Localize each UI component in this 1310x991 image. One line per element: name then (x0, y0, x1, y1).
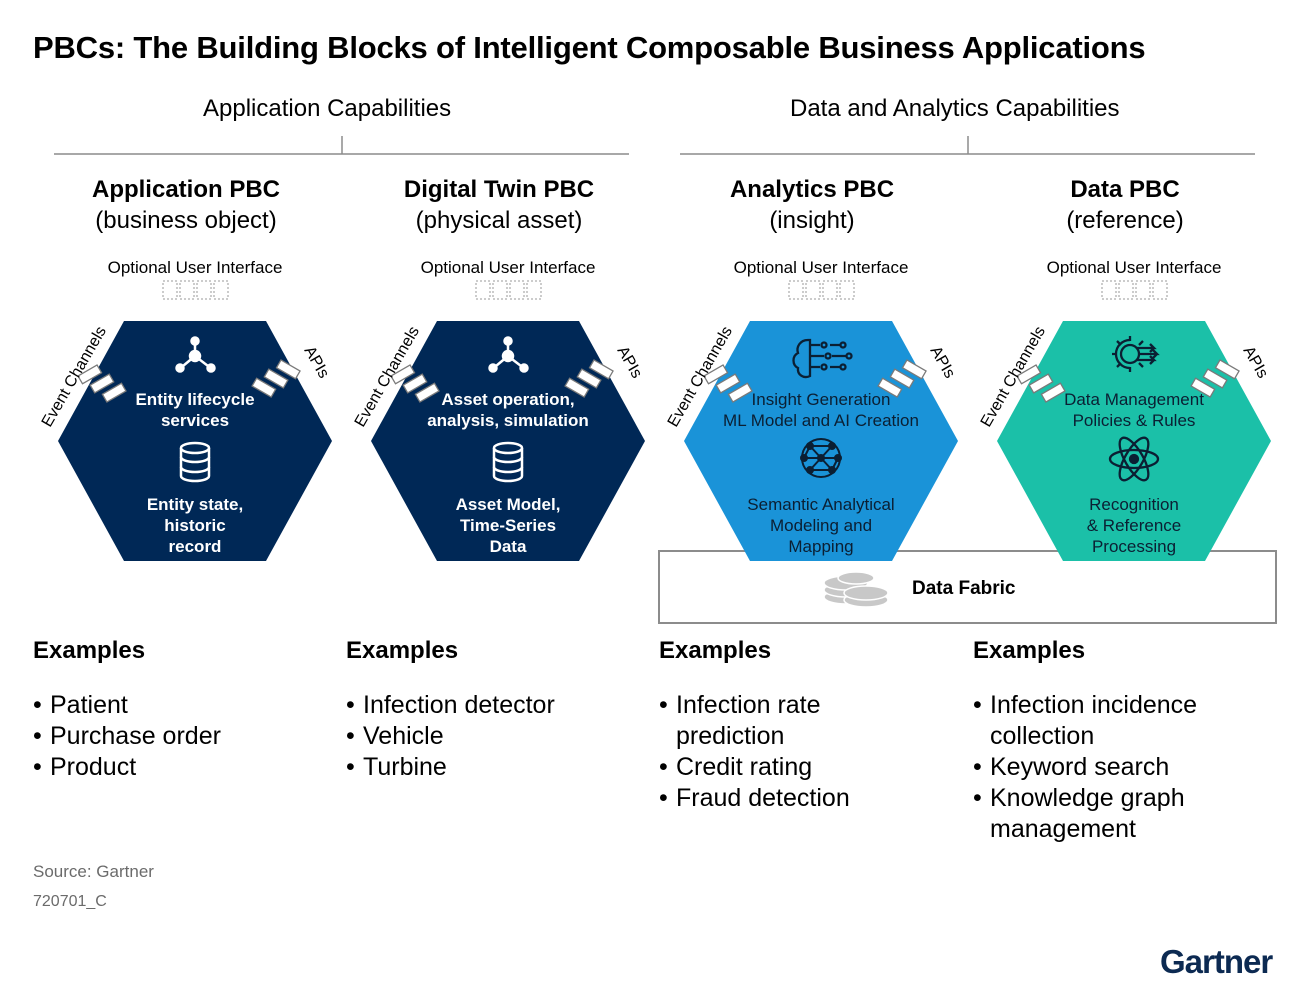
hex-bottom-text-data: Recognition & Reference Processing (1014, 494, 1254, 557)
list-item: Patient (33, 690, 300, 721)
data-fabric-label: Data Fabric (912, 578, 1016, 599)
hex-top-text-analytics: Insight Generation ML Model and AI Creat… (701, 389, 941, 431)
group-label-data-analytics: Data and Analytics Capabilities (790, 95, 1120, 122)
pbc-title-data: Data PBC (reference) (975, 174, 1275, 236)
text-line: Entity lifecycle (135, 390, 255, 409)
neural-net-icon (800, 438, 842, 478)
list-item: Keyword search (973, 752, 1240, 783)
atom-icon (1108, 436, 1160, 482)
pbc-title-analytics: Analytics PBC (insight) (662, 174, 962, 236)
text-line: services (160, 411, 230, 430)
text-line: analysis, simulation (427, 411, 589, 430)
pbc-name: Analytics PBC (729, 176, 895, 203)
examples-heading-4: Examples (973, 637, 1086, 664)
pbc-name: Data PBC (1070, 176, 1180, 203)
list-item: Credit rating (659, 752, 926, 783)
optional-ui-label-2: Optional User Interface (420, 258, 596, 277)
gartner-logo: Gartner (1160, 943, 1273, 980)
list-item: Infection rate prediction (659, 690, 876, 752)
text-line: Mapping (788, 537, 854, 556)
hex-top-text-application: Entity lifecycle services (75, 389, 315, 431)
list-item: Knowledge graph management (973, 783, 1230, 845)
database-icon (492, 441, 524, 483)
network-icon (175, 336, 216, 373)
text-line: Data Management (1064, 390, 1204, 409)
hex-bottom-text-analytics: Semantic Analytical Modeling and Mapping (701, 494, 941, 557)
data-fabric-box (658, 550, 1277, 624)
pbc-name: Application PBC (91, 176, 280, 203)
document-id: 720701_C (33, 893, 107, 910)
hex-bottom-text-digital-twin: Asset Model, Time-Series Data (388, 494, 628, 557)
text-line: Processing (1091, 537, 1177, 556)
list-item: Infection incidence collection (973, 690, 1250, 752)
text-line: record (168, 537, 222, 556)
text-line: Asset operation, (441, 390, 575, 409)
gear-arrows-icon (1112, 336, 1160, 372)
text-line: ML Model and AI Creation (723, 411, 919, 430)
list-item: Purchase order (33, 721, 300, 752)
examples-list-application: Patient Purchase order Product (33, 690, 300, 783)
apis-label-2: APIs (614, 344, 646, 382)
text-line: Insight Generation (751, 390, 891, 409)
network-icon (488, 336, 529, 373)
brain-icon (792, 338, 853, 379)
group-label-application: Application Capabilities (203, 95, 452, 122)
apis-label-1: APIs (301, 344, 333, 382)
list-item: Product (33, 752, 300, 783)
ui-placeholder-2 (475, 280, 542, 300)
text-line: Asset Model, (455, 495, 561, 514)
list-item: Fraud detection (659, 783, 926, 814)
hexagon-digital-twin-pbc (371, 321, 645, 561)
optional-ui-label-3: Optional User Interface (733, 258, 909, 277)
hex-top-text-digital-twin: Asset operation, analysis, simulation (388, 389, 628, 431)
list-item: Infection detector (346, 690, 613, 721)
pbc-subtitle: (business object) (95, 207, 277, 234)
examples-heading-3: Examples (659, 637, 772, 664)
pbc-subtitle: (insight) (769, 207, 855, 234)
hex-top-text-data: Data Management Policies & Rules (1014, 389, 1254, 431)
page-title: PBCs: The Building Blocks of Intelligent… (33, 30, 1146, 65)
apis-label-4: APIs (1240, 344, 1272, 382)
source-note: Source: Gartner (33, 862, 154, 881)
list-item: Turbine (346, 752, 613, 783)
text-line: Time-Series (459, 516, 557, 535)
hexagon-application-pbc (58, 321, 332, 561)
text-line: Data (489, 537, 527, 556)
text-line: Policies & Rules (1072, 411, 1196, 430)
hex-bottom-text-application: Entity state, historic record (75, 494, 315, 557)
pbc-title-application: Application PBC (business object) (36, 174, 336, 236)
database-icon (179, 441, 211, 483)
list-item: Vehicle (346, 721, 613, 752)
coins-icon (823, 571, 889, 608)
pbc-name: Digital Twin PBC (403, 176, 595, 203)
text-line: Semantic Analytical (747, 495, 895, 514)
examples-list-digital-twin: Infection detector Vehicle Turbine (346, 690, 613, 783)
ui-placeholder-3 (788, 280, 855, 300)
text-line: historic (164, 516, 226, 535)
apis-label-3: APIs (927, 344, 959, 382)
bracket-application (54, 136, 629, 155)
pbc-title-digital-twin: Digital Twin PBC (physical asset) (349, 174, 649, 236)
examples-list-data: Infection incidence collection Keyword s… (973, 690, 1250, 845)
hexagon-data-pbc (997, 321, 1271, 561)
optional-ui-label-4: Optional User Interface (1046, 258, 1222, 277)
pbc-subtitle: (physical asset) (415, 207, 583, 234)
examples-heading-1: Examples (33, 637, 146, 664)
ui-placeholder-1 (162, 280, 229, 300)
text-line: Modeling and (769, 516, 873, 535)
ui-placeholder-4 (1101, 280, 1168, 300)
hexagon-analytics-pbc (684, 321, 958, 561)
optional-ui-label-1: Optional User Interface (107, 258, 283, 277)
bracket-data-analytics (680, 136, 1255, 155)
examples-list-analytics: Infection rate prediction Credit rating … (659, 690, 926, 814)
text-line: Entity state, (146, 495, 244, 514)
text-line: Recognition (1089, 495, 1179, 514)
pbc-subtitle: (reference) (1066, 207, 1184, 234)
examples-heading-2: Examples (346, 637, 459, 664)
text-line: & Reference (1086, 516, 1182, 535)
